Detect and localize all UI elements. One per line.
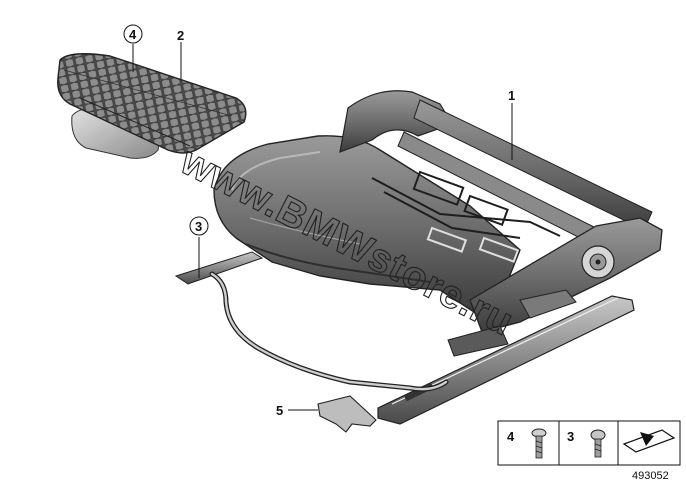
callout-1: 1: [508, 88, 515, 103]
svg-text:2: 2: [177, 28, 184, 43]
legend-label-3: 3: [567, 429, 574, 444]
callout-2: 2: [177, 28, 184, 43]
svg-text:3: 3: [195, 219, 202, 234]
legend-label-4: 4: [507, 429, 515, 444]
seat-pan: [213, 135, 521, 313]
seat-rail-right: [377, 295, 635, 425]
arrow-pointer-icon: [622, 429, 676, 453]
seat-rail-left: [174, 251, 264, 285]
seat-wire-mechanism: [371, 170, 561, 263]
leader-lines: [132, 42, 513, 411]
bracket: [317, 395, 377, 433]
svg-text:5: 5: [276, 403, 283, 418]
mesh-mat: [57, 53, 247, 154]
seat-frame: [174, 90, 663, 425]
svg-text:4: 4: [129, 27, 137, 42]
screw-flat-head-icon: [531, 428, 547, 459]
diagram-number: 493052: [632, 470, 669, 482]
callout-4: 4: [123, 24, 143, 44]
callout-3: 3: [189, 216, 209, 236]
screw-round-head-icon: [590, 429, 606, 458]
height-adjuster: [519, 289, 577, 319]
callout-5: 5: [276, 403, 283, 418]
seat-mat-assembly: [57, 53, 247, 159]
fastener-legend: 4 3: [497, 420, 681, 466]
svg-text:1: 1: [508, 88, 515, 103]
